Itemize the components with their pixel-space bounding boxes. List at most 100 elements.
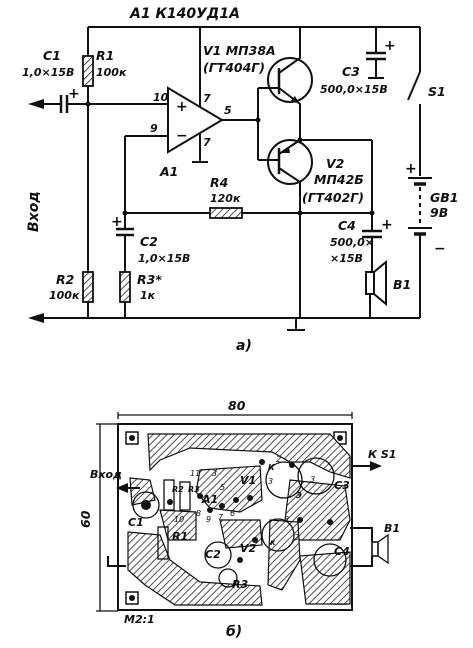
- opamp-vneg-ground: [192, 134, 208, 163]
- svg-text:9: 9: [206, 515, 211, 524]
- v2-collector: [278, 167, 301, 318]
- board-speaker-cone: [377, 533, 389, 565]
- r3-value: 1к: [140, 289, 156, 302]
- c3-value: 500,0×15В: [320, 83, 388, 96]
- pin-7-label: 7: [203, 92, 211, 105]
- opamp-plus-sign: +: [176, 99, 188, 115]
- s1-ref: S1: [428, 84, 446, 99]
- pin-5-label: 5: [224, 104, 232, 117]
- schematic: + −: [22, 6, 459, 354]
- r3-resistor: [119, 271, 131, 303]
- board-speaker-icon: [371, 541, 379, 557]
- r1-value: 100к: [96, 66, 127, 79]
- board-input-arrow: [116, 483, 128, 493]
- ground-lead: [107, 556, 126, 567]
- dim-line-width: [117, 412, 353, 419]
- pin-7b-label: 7: [203, 136, 211, 149]
- pcb-board: 80 60: [78, 398, 400, 640]
- speaker-icon: [365, 271, 375, 295]
- dim-line-height: [96, 423, 118, 612]
- board-k2-label: к: [270, 538, 276, 547]
- speaker-lead-bottom: [350, 556, 373, 567]
- board-r3-ref: R3: [188, 485, 200, 494]
- r4-resistor: [209, 207, 243, 219]
- s1-switch-lever: [407, 71, 421, 101]
- v2-emitter-arrow: [281, 147, 290, 153]
- s1-arrow: [370, 461, 382, 471]
- svg-text:11: 11: [190, 469, 200, 478]
- gb1-minus-sign: −: [434, 241, 446, 257]
- board-a1-ref: A1: [201, 493, 218, 506]
- board-r1-ref: R1: [172, 530, 188, 543]
- v1-ref: V1 МП38А: [203, 43, 276, 58]
- ic-label: A1 К140УД1А: [129, 6, 240, 22]
- v2-transistor: [267, 139, 313, 185]
- junction-dot: [122, 210, 128, 216]
- copper-traces: [127, 433, 351, 606]
- c3-ref: C3: [342, 64, 360, 79]
- r2-resistor: [82, 271, 94, 303]
- r1-resistor: [82, 55, 94, 87]
- c2-value: 1,0×15В: [138, 252, 190, 265]
- c4-ref: C4: [338, 218, 356, 233]
- svg-text:10: 10: [174, 515, 184, 524]
- board-to-s1-label: К S1: [368, 448, 396, 461]
- svg-text:3: 3: [268, 477, 273, 486]
- r4-ref: R4: [210, 175, 228, 190]
- v1-alt: (ГТ404Г): [203, 60, 265, 75]
- dim-height-label: 60: [78, 510, 93, 528]
- r1-ref: R1: [96, 48, 114, 63]
- speaker-cone: [373, 259, 387, 307]
- c2-plus-sign: +: [111, 214, 123, 230]
- c1-plus-sign: +: [68, 86, 80, 102]
- board-c1-ref: C1: [128, 516, 144, 529]
- pin-10-label: 10: [153, 91, 169, 104]
- v2-ref: V2: [326, 156, 344, 171]
- input-label: Вход: [26, 191, 42, 232]
- c3-ground: [368, 59, 384, 79]
- svg-text:6: 6: [230, 509, 235, 518]
- board-r2-ref: R2: [172, 485, 184, 494]
- junction-dot: [255, 117, 261, 123]
- pin-9-label: 9: [150, 122, 158, 135]
- svg-text:3: 3: [310, 475, 315, 484]
- v1-collector: [278, 27, 301, 74]
- r4-value: 120к: [210, 192, 241, 205]
- svg-text:2: 2: [276, 455, 281, 464]
- a1-ref: A1: [159, 164, 178, 179]
- board-v1-ref: V1: [240, 474, 256, 487]
- svg-text:2: 2: [294, 533, 299, 542]
- v2-emitter: [278, 139, 301, 155]
- gb1-value: 9В: [430, 205, 448, 220]
- opamp-minus-sign: −: [176, 128, 188, 144]
- v1-emitter-arrow: [290, 96, 299, 103]
- svg-text:7: 7: [218, 513, 224, 522]
- pin-number-labels: 3 5 2 3 11 8 9 7 10 6 3 2 3: [174, 455, 315, 542]
- v2-alt: (ГТ402Г): [302, 190, 364, 205]
- c1-value: 1,0×15В: [22, 66, 74, 79]
- svg-text:5: 5: [220, 483, 225, 492]
- opamp-triangle: [167, 86, 224, 154]
- caption-b: б): [226, 624, 242, 640]
- board-scale-label: М2:1: [124, 613, 155, 626]
- input-arrow: [28, 99, 44, 109]
- c2-ref: C2: [140, 234, 158, 249]
- c4-plus-sign: +: [381, 217, 393, 233]
- output-arrow-bottom: [28, 313, 44, 323]
- board-c3-ref: C3: [334, 479, 350, 492]
- svg-text:3: 3: [212, 469, 217, 478]
- c4-value-line1: 500,0×: [330, 236, 374, 249]
- v1-emitter: [278, 87, 301, 140]
- board-c2-ref: C2: [205, 548, 221, 561]
- board-k-label: К: [268, 463, 275, 472]
- gb1-plus-sign: +: [405, 161, 417, 177]
- board-v2-ref: V2: [240, 542, 257, 555]
- component-outlines: [132, 457, 347, 588]
- r2-ref: R2: [56, 272, 74, 287]
- r3-ref: R3*: [137, 272, 162, 287]
- board-r3b-ref: R3: [232, 578, 248, 591]
- c4-value-line2: ×15В: [330, 252, 363, 265]
- gb1-ref: GB1: [430, 190, 459, 205]
- junction-dot: [85, 101, 91, 107]
- b1-ref: B1: [393, 277, 411, 292]
